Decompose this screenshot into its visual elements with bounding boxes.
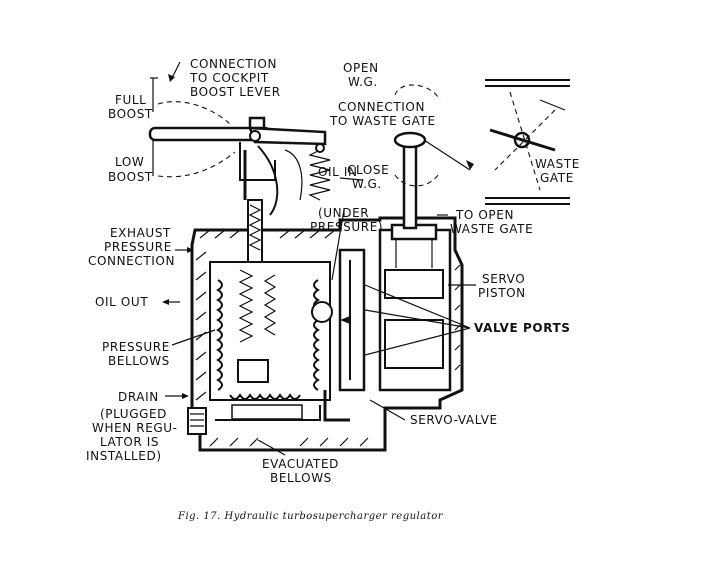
label-drain-1: DRAIN: [118, 390, 159, 404]
label-to-open-wg-1: TO OPEN: [455, 208, 514, 222]
pressure-bellows: [216, 269, 320, 391]
label-pressure-bellows-2: BELLOWS: [108, 354, 170, 368]
label-valve-ports: VALVE PORTS: [474, 321, 571, 335]
label-open-wg-2: W.G.: [348, 75, 378, 89]
label-close-wg-2: W.G.: [352, 177, 382, 191]
label-drain-2: (PLUGGED: [100, 407, 167, 421]
label-low-boost-1: LOW: [115, 155, 144, 169]
labels: CONNECTION TO COCKPIT BOOST LEVER FULL B…: [86, 57, 580, 522]
label-low-boost-2: BOOST: [108, 170, 153, 184]
label-drain-4: LATOR IS: [100, 435, 159, 449]
waste-gate-inset: [485, 79, 570, 205]
label-waste-gate-2: GATE: [540, 171, 574, 185]
drain-fitting: [187, 407, 207, 435]
label-close-wg-1: CLOSE: [347, 163, 389, 177]
waste-gate-rod: [393, 84, 474, 230]
label-full-boost-2: BOOST: [108, 107, 153, 121]
label-drain-3: WHEN REGU-: [92, 421, 178, 435]
upper-spring: [308, 143, 331, 201]
label-drain-5: INSTALLED): [86, 449, 162, 463]
label-exhaust-2: PRESSURE: [104, 240, 172, 254]
servo-valve: [311, 248, 366, 422]
label-evacuated-1: EVACUATED: [262, 457, 339, 471]
label-exhaust-1: EXHAUST: [110, 226, 171, 240]
label-oil-in-3: PRESSURE): [310, 220, 383, 234]
label-servo-piston-2: PISTON: [478, 286, 526, 300]
label-servo-piston-1: SERVO: [482, 272, 525, 286]
label-pressure-bellows-1: PRESSURE: [102, 340, 170, 354]
label-connection-wg-1: CONNECTION: [338, 100, 425, 114]
label-oil-out: OIL OUT: [95, 295, 148, 309]
label-to-open-wg-2: WASTE GATE: [450, 222, 533, 236]
label-open-wg-1: OPEN: [343, 61, 379, 75]
label-connection-wg-2: TO WASTE GATE: [329, 114, 436, 128]
label-waste-gate-1: WASTE: [535, 157, 580, 171]
leader-lines: [162, 61, 476, 456]
bellows-stem: [247, 199, 263, 263]
evacuated-bellows: [229, 393, 303, 420]
label-connection-cockpit-3: BOOST LEVER: [190, 85, 281, 99]
label-oil-in-2: (UNDER: [318, 206, 369, 220]
label-full-boost-1: FULL: [115, 93, 146, 107]
label-connection-cockpit-2: TO COCKPIT: [189, 71, 269, 85]
figure-caption: Fig. 17. Hydraulic turbosupercharger reg…: [177, 511, 444, 522]
label-oil-in-1: OIL IN: [318, 165, 358, 179]
boost-lever: [148, 77, 327, 216]
label-exhaust-3: CONNECTION: [88, 254, 175, 268]
label-servo-valve: SERVO-VALVE: [410, 413, 498, 427]
label-evacuated-2: BELLOWS: [270, 471, 332, 485]
label-connection-cockpit-1: CONNECTION: [190, 57, 277, 71]
servo-piston: [378, 223, 452, 392]
